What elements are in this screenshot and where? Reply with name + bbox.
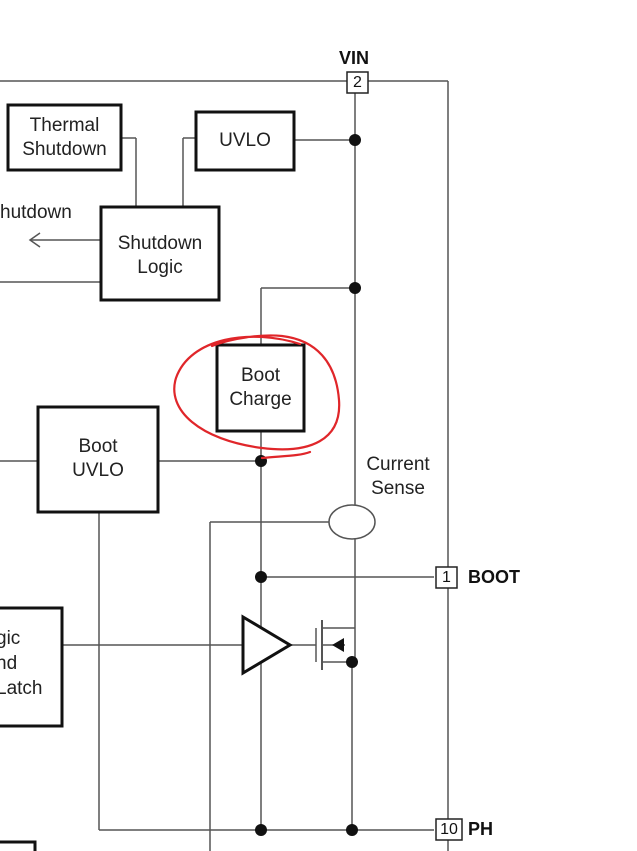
pin-vin-number: 2 <box>353 74 362 91</box>
current-sense-label: Current Sense <box>366 454 430 499</box>
pin-vin-box <box>346 71 369 94</box>
shutdown-logic-label: Shutdown Logic <box>117 233 203 278</box>
thermal-shutdown-block <box>6 103 123 172</box>
boot-uvlo-label: Boot UVLO <box>72 436 124 481</box>
pin-ph-box <box>435 818 463 841</box>
annotation-circle <box>173 334 341 460</box>
current-sense-icon <box>328 504 376 540</box>
logic-latch-block <box>0 606 64 728</box>
thermal-shutdown-label: Thermal Shutdown <box>22 115 107 160</box>
gate-driver-icon <box>241 614 293 676</box>
boot-charge-label: Boot Charge <box>229 365 292 410</box>
uvlo-block <box>194 110 296 172</box>
boot-charge-block <box>215 343 306 433</box>
mosfet-arrow-icon <box>332 638 344 652</box>
junction-dots <box>255 134 361 836</box>
partial-block <box>0 840 37 851</box>
shutdown-logic-block <box>99 205 221 302</box>
pin-ph-name: PH <box>468 819 494 839</box>
logic-latch-label: gic nd Latch <box>0 628 43 699</box>
pin-ph-number: 10 <box>440 821 458 838</box>
uvlo-label: UVLO <box>219 130 271 151</box>
pin-boot-box <box>435 566 458 589</box>
pin-boot-name: BOOT <box>468 567 520 587</box>
shutdown-signal-label: hutdown <box>0 202 72 223</box>
pin-boot-number: 1 <box>442 569 451 586</box>
boot-uvlo-block <box>36 405 160 514</box>
pin-vin-name: VIN <box>339 48 370 68</box>
